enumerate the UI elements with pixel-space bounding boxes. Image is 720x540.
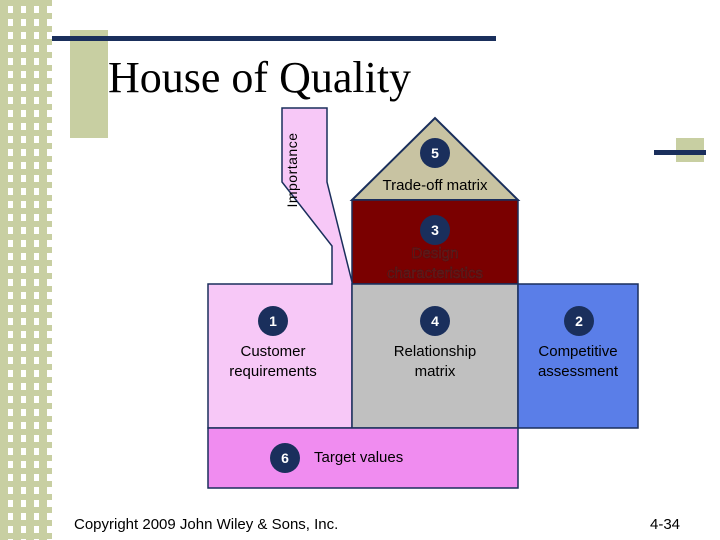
section-5-badge: 5 [420,138,450,168]
section-3-badge: 3 [420,215,450,245]
design-characteristics-label: Design characteristics [352,244,518,284]
relationship-matrix-text-2: matrix [414,363,456,380]
customer-requirements-text-1: Customer [240,343,306,360]
footer-copyright: Copyright 2009 John Wiley & Sons, Inc. [74,516,339,533]
trade-off-matrix-label: Trade-off matrix [352,176,518,196]
design-characteristics-text-1: Design [411,245,459,262]
section-6-badge: 6 [270,443,300,473]
target-values-label: Target values [314,448,403,468]
competitive-assessment-text-1: Competitive [538,343,618,360]
section-2-badge: 2 [564,306,594,336]
slide-number: 4-34 [650,516,681,533]
relationship-matrix-label: Relationship matrix [352,342,518,382]
competitive-assessment-text-2: assessment [537,363,619,380]
section-4-badge: 4 [420,306,450,336]
section-1-badge: 1 [258,306,288,336]
page-title: House of Quality [108,53,412,102]
relationship-matrix-text-1: Relationship [393,343,477,360]
competitive-assessment-label: Competitive assessment [518,342,638,382]
importance-label: Importance [284,132,300,208]
trade-off-matrix-text: Trade-off matrix [382,177,488,194]
customer-requirements-text-2: requirements [229,363,317,380]
title-accent-block [70,30,108,138]
target-values-block [207,427,519,489]
design-characteristics-text-2: characteristics [387,265,483,282]
corner-rule [654,150,706,155]
decorative-grid [0,0,52,540]
title-rule [52,36,496,41]
customer-requirements-label: Customer requirements [208,342,338,382]
target-values-text: Target values [314,449,404,466]
